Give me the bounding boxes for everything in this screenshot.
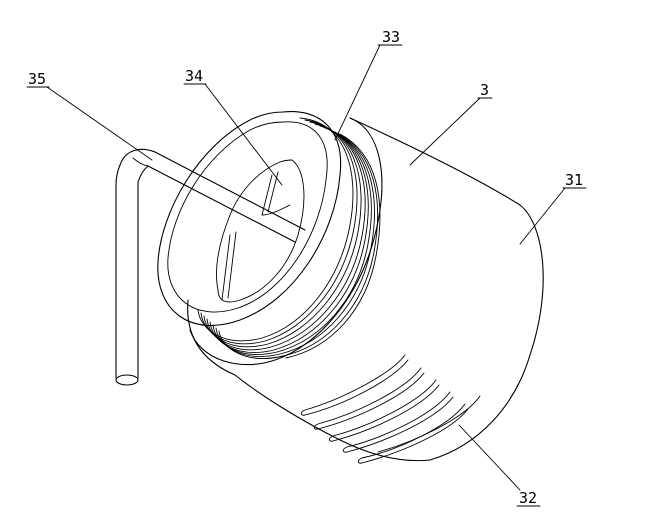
leader-33 xyxy=(334,44,381,141)
handle-rod xyxy=(115,148,306,386)
leader-31 xyxy=(519,187,566,245)
vent-slots xyxy=(300,354,481,464)
label-32: 32 xyxy=(519,489,537,507)
leader-35 xyxy=(46,86,153,161)
label-33: 33 xyxy=(382,28,400,46)
leader-34 xyxy=(204,83,283,186)
label-34: 34 xyxy=(185,67,203,85)
reference-labels: 35 34 33 3 31 32 xyxy=(26,28,587,507)
label-35: 35 xyxy=(28,70,46,88)
label-3: 3 xyxy=(480,81,489,99)
housing-body xyxy=(187,117,544,462)
inner-blade xyxy=(221,171,291,301)
leader-lines xyxy=(46,44,566,491)
leader-3 xyxy=(409,97,481,166)
thread-coils xyxy=(197,117,381,359)
front-ring xyxy=(157,111,342,326)
label-31: 31 xyxy=(565,171,583,189)
leader-32 xyxy=(458,424,521,491)
